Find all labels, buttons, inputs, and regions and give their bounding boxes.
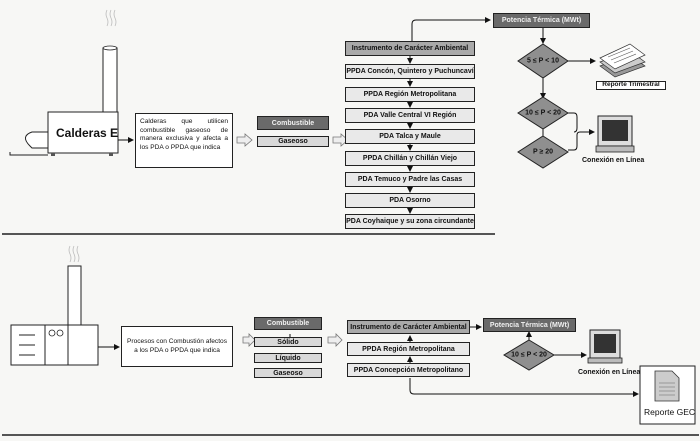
fuel-gaseous-1: Gaseoso (257, 136, 329, 147)
fuel-gaseous-2: Gaseoso (254, 368, 322, 378)
report-quarterly-label: Reporte Trimestral (596, 81, 666, 90)
smoke-icon (105, 9, 117, 27)
plan-item: PPDA Región Metropolitana (345, 87, 475, 102)
report-stack-icon (599, 43, 646, 78)
smoke-icon (68, 245, 80, 263)
instrument-header-1: Instrumento de Carácter Ambiental (345, 41, 475, 56)
power-header-2: Potencia Térmica (MWt) (483, 318, 576, 332)
online-connection-label-1: Conexión en Línea (582, 157, 645, 164)
condition-label: 10 ≤ P < 20 (511, 351, 547, 359)
hollow-arrow-icon (236, 133, 253, 147)
fan-icon (25, 131, 49, 149)
chimney (102, 47, 118, 114)
boiler-label: Calderas E (56, 126, 119, 140)
description-box-1: Calderas que utilicen combustible gaseos… (135, 113, 233, 168)
power-header-1: Potencia Térmica (MWt) (493, 13, 590, 28)
fuel-header-2: Combustible (254, 317, 322, 330)
condition-label: 5 ≤ P < 10 (527, 57, 559, 65)
plan-item: PDA Talca y Maule (345, 129, 475, 144)
online-connection-label-2: Conexión en Línea (578, 369, 641, 376)
plan-item: PPDA Región Metropolitana (347, 342, 470, 356)
plan-item: PPDA Chillán y Chillán Viejo (345, 151, 475, 166)
section-divider (2, 233, 495, 235)
plan-item: PDA Valle Central VI Región (345, 108, 475, 123)
plan-item: PPDA Concón, Quintero y Puchuncaví (345, 64, 475, 79)
hollow-arrow-icon (242, 333, 256, 347)
chimney (67, 265, 82, 327)
condition-diamond-1 (517, 43, 569, 79)
condition-label: 10 ≤ P < 20 (525, 109, 561, 117)
report-gec-label: Reporte GEC (644, 407, 696, 417)
condition-diamond-4 (503, 339, 555, 371)
hollow-arrow-icon (332, 133, 349, 147)
boiler-body (47, 111, 119, 154)
instrument-header-2: Instrumento de Carácter Ambiental (347, 320, 470, 334)
boiler-illustration-2 (10, 245, 120, 366)
fuel-liquid: Líquido (254, 353, 322, 363)
boiler-illustration-1 (9, 9, 134, 156)
section-divider (2, 434, 699, 436)
fuel-solid: Sólido (254, 337, 322, 347)
condition-diamond-3 (517, 135, 569, 169)
document-icon (654, 370, 680, 402)
plan-item: PDA Osorno (345, 193, 475, 208)
condition-diamond-2 (517, 96, 569, 130)
fuel-header-1: Combustible (257, 116, 329, 130)
condition-label: P ≥ 20 (532, 148, 554, 156)
computer-icon (595, 115, 635, 153)
plan-item: PPDA Concepción Metropolitano (347, 363, 470, 377)
hollow-arrow-icon (327, 333, 343, 347)
computer-icon (587, 329, 623, 364)
plan-item: PDA Coyhaique y su zona circundante (345, 214, 475, 229)
plan-item: PDA Temuco y Padre las Casas (345, 172, 475, 187)
description-box-2: Procesos con Combustión afectos a los PD… (121, 326, 233, 367)
